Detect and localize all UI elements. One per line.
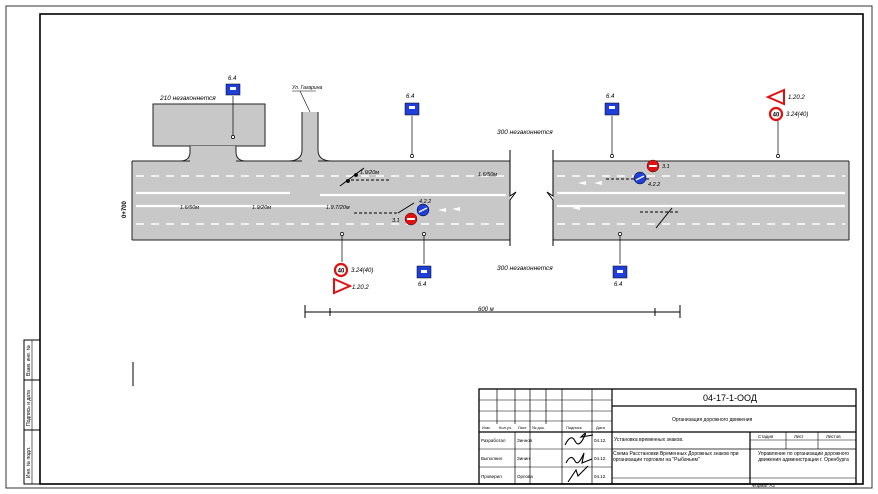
warning-triangle-icon xyxy=(765,88,785,106)
org-work-title: Организация дорожного движения xyxy=(672,417,753,423)
sign-label-64-d: 6.4 xyxy=(418,282,427,288)
hdr-sheet: Лист xyxy=(518,425,527,430)
side-inv-no: Инв. № подл. xyxy=(26,447,32,478)
doc-code: 04-17-1-ООД xyxy=(703,393,757,403)
direction-sign-icon xyxy=(416,203,430,217)
label-km: 0+700 xyxy=(122,200,128,218)
title-block xyxy=(478,388,857,485)
date-3: 04.12. xyxy=(594,474,607,479)
svg-text:40: 40 xyxy=(773,113,780,119)
sign-label-324-top: 3.24(40) xyxy=(786,112,808,118)
date-2: 04.12. xyxy=(594,456,607,461)
name-done: Зинин xyxy=(517,456,530,461)
side-street xyxy=(288,112,332,161)
speed-limit-icon: 40 xyxy=(768,106,784,122)
side-sign-date: Подпись и дата xyxy=(26,390,32,426)
speed-limit-icon: 40 xyxy=(333,262,349,278)
signature-icon xyxy=(564,432,594,446)
break-line-right xyxy=(546,150,554,246)
format-label: Формат А3 xyxy=(752,483,775,488)
mark-1650-b: 1.6/50м xyxy=(180,205,199,211)
org-box: Управление по организации дорожного движ… xyxy=(757,451,850,463)
sign-label-31-b: 3.1 xyxy=(662,164,670,170)
sign-label-422-b: 4.2.2 xyxy=(648,182,660,188)
no-entry-sign-icon xyxy=(404,212,418,226)
sign-label-64-b: 6.4 xyxy=(406,94,415,100)
role-dev: Разработал xyxy=(481,438,506,443)
hdr-date: Дата xyxy=(596,425,606,430)
desc-2: Схема Расстановки Временных Дорожных зна… xyxy=(613,451,739,463)
sign-label-1202-top: 1.20.2 xyxy=(788,95,805,101)
sign-label-64-a: 6.4 xyxy=(228,76,237,82)
parking-sign-icon xyxy=(604,102,620,116)
signature-icon xyxy=(565,452,593,464)
inner-frame xyxy=(39,13,864,485)
dimension-600m xyxy=(304,305,681,318)
mark-1650-a: 1.6/50м xyxy=(478,172,497,178)
hdr-change: Изм. xyxy=(482,425,491,430)
parking-lot xyxy=(152,103,266,147)
date-1: 04.12. xyxy=(594,438,607,443)
sign-label-324-bot: 3.24(40) xyxy=(351,268,373,274)
name-check: Орлова xyxy=(517,474,533,479)
hdr-doc: № док. xyxy=(532,425,545,430)
stage-hdr: Стадия xyxy=(758,434,774,439)
signature-icon xyxy=(567,465,589,483)
svg-text:40: 40 xyxy=(338,269,345,275)
side-replace-inv: Взам. инв. № xyxy=(26,345,32,376)
sign-label-64-e: 6.4 xyxy=(614,282,623,288)
label-dist-300-bottom: 300 незаконнется xyxy=(497,265,553,272)
hdr-qty: Кол.уч. xyxy=(499,425,512,430)
role-done: Выполнил xyxy=(481,456,503,461)
road-right-segment xyxy=(553,161,849,240)
name-dev: Зиннов xyxy=(517,438,533,443)
desc-1: Установка временных знаков. xyxy=(614,437,683,443)
break-line-left xyxy=(509,150,517,246)
label-street: Ул. Гагарина xyxy=(292,85,322,91)
mark-1920-a: 1.9/20м xyxy=(360,170,379,176)
mark-1970: 1.9.7/20м xyxy=(326,205,350,211)
parking-sign-icon xyxy=(416,265,432,279)
direction-sign-icon xyxy=(633,171,647,185)
label-dist-600: 600 м xyxy=(478,307,494,313)
parking-driveway xyxy=(182,146,246,162)
sign-label-422-a: 4.2.2 xyxy=(419,199,431,205)
role-check: Проверил xyxy=(481,474,502,479)
parking-sign-icon xyxy=(225,83,241,96)
warning-triangle-icon xyxy=(333,277,353,295)
org-name: Управление по организации дорожного движ… xyxy=(757,451,850,463)
no-entry-sign-icon xyxy=(646,159,660,173)
road xyxy=(131,103,850,246)
sign-label-64-c: 6.4 xyxy=(606,94,615,100)
hdr-sign: Подпись xyxy=(566,425,582,430)
lists-hdr: Листов xyxy=(826,434,841,439)
sign-label-1202-bot: 1.20.2 xyxy=(352,285,369,291)
mark-1920-b: 1.9/20м xyxy=(252,205,271,211)
label-dist-210: 210 незаконнется xyxy=(159,95,216,102)
road-left-segment xyxy=(132,161,510,240)
parking-sign-icon xyxy=(612,265,628,279)
desc-2-box: Схема Расстановки Временных Дорожных зна… xyxy=(613,451,739,463)
parking-sign-icon xyxy=(404,102,420,116)
label-dist-300-top: 300 незаконнется xyxy=(497,129,553,136)
sign-label-31-a: 3.1 xyxy=(392,218,400,224)
list-hdr: Лист xyxy=(794,434,804,439)
outer-frame xyxy=(5,5,873,489)
side-stamp: Взам. инв. № Подпись и дата Инв. № подл. xyxy=(23,339,41,485)
